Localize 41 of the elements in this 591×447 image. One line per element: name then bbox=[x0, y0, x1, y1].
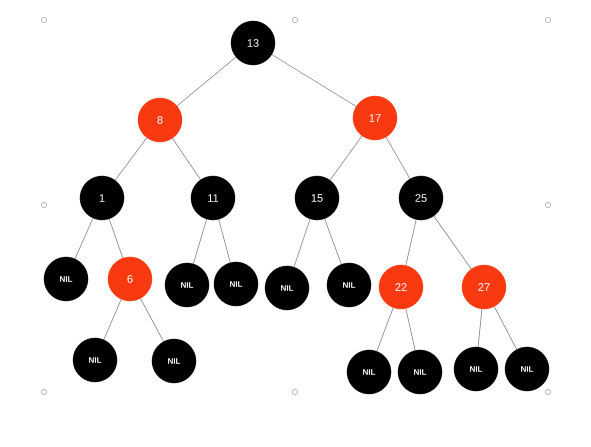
tree-node: 1 bbox=[80, 176, 124, 220]
tree-node: 27 bbox=[462, 264, 506, 310]
tree-node: NIL bbox=[454, 346, 498, 392]
tree-node: 25 bbox=[398, 176, 444, 220]
tree-edge bbox=[406, 308, 416, 351]
tree-edge bbox=[433, 216, 472, 270]
tree-edge bbox=[108, 218, 124, 258]
tree-edge bbox=[478, 308, 482, 348]
tree-edge bbox=[376, 307, 394, 352]
tree-node: 22 bbox=[378, 264, 424, 310]
tree-edge bbox=[386, 136, 410, 180]
tree-edge bbox=[330, 136, 362, 180]
tree-node: 17 bbox=[352, 96, 398, 140]
tree-node: NIL bbox=[264, 266, 310, 310]
tree-edge bbox=[494, 306, 518, 350]
tree-edge bbox=[193, 218, 207, 264]
tree-edge bbox=[406, 219, 416, 266]
tree-node: 6 bbox=[108, 256, 152, 302]
tree-node: NIL bbox=[44, 256, 88, 302]
tree-edge bbox=[114, 137, 148, 181]
tree-node: NIL bbox=[398, 350, 442, 394]
tree-node: NIL bbox=[214, 262, 258, 306]
tree-node: 13 bbox=[230, 20, 276, 66]
tree-node: 8 bbox=[138, 98, 182, 142]
tree-edge bbox=[324, 218, 342, 265]
tree-node: NIL bbox=[504, 346, 550, 392]
tree-edge bbox=[176, 56, 236, 106]
tree-edge bbox=[172, 138, 201, 180]
tree-edge bbox=[103, 299, 122, 340]
tree-edge bbox=[140, 298, 164, 342]
tree-node: 15 bbox=[294, 176, 340, 220]
tree-node: NIL bbox=[72, 338, 118, 382]
tree-node: NIL bbox=[346, 350, 392, 394]
tree-edge bbox=[218, 219, 231, 263]
tree-edge bbox=[272, 54, 356, 107]
tree-edge bbox=[74, 218, 94, 260]
tree-node: NIL bbox=[164, 262, 210, 308]
tree-node: 11 bbox=[190, 176, 236, 220]
tree-edge bbox=[294, 218, 310, 268]
tree-node: NIL bbox=[326, 262, 372, 308]
tree-node: NIL bbox=[152, 338, 196, 384]
